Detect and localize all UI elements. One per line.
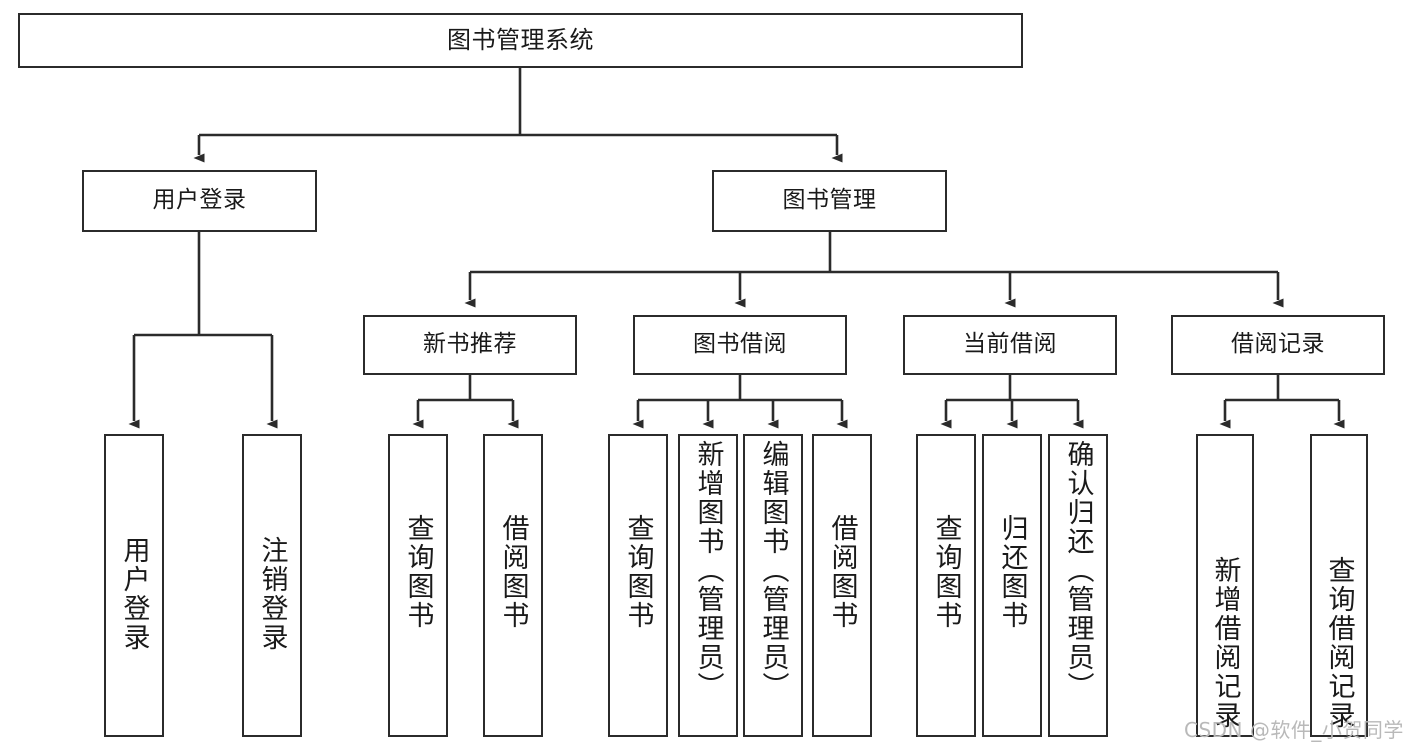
node-borrow-record[interactable]: 借阅记录 xyxy=(1171,315,1385,375)
node-leaf-add-book-label: 新增图书（管理员） xyxy=(692,440,724,701)
node-new-book-rec-label: 新书推荐 xyxy=(423,331,517,358)
node-user-login[interactable]: 用户登录 xyxy=(82,170,317,232)
node-leaf-query-book-3[interactable]: 查询图书 xyxy=(916,434,976,737)
node-leaf-add-record[interactable]: 新增借阅记录 xyxy=(1196,434,1254,737)
node-leaf-user-login-label: 用户登录 xyxy=(118,536,150,652)
node-book-manage[interactable]: 图书管理 xyxy=(712,170,947,232)
node-leaf-query-book-1-label: 查询图书 xyxy=(402,514,434,630)
node-leaf-borrow-book-2-label: 借阅图书 xyxy=(826,514,858,630)
node-book-borrow-label: 图书借阅 xyxy=(693,331,787,358)
node-leaf-user-login[interactable]: 用户登录 xyxy=(104,434,164,737)
node-leaf-query-book-2-label: 查询图书 xyxy=(622,514,654,630)
node-leaf-add-book[interactable]: 新增图书（管理员） xyxy=(678,434,738,737)
node-leaf-query-book-3-label: 查询图书 xyxy=(930,514,962,630)
node-current-borrow-label: 当前借阅 xyxy=(963,331,1057,358)
node-new-book-rec[interactable]: 新书推荐 xyxy=(363,315,577,375)
node-leaf-edit-book-label: 编辑图书（管理员） xyxy=(757,440,789,701)
node-user-login-label: 用户登录 xyxy=(152,187,247,214)
node-leaf-query-book-2[interactable]: 查询图书 xyxy=(608,434,668,737)
node-leaf-logout-login[interactable]: 注销登录 xyxy=(242,434,302,737)
node-borrow-record-label: 借阅记录 xyxy=(1231,331,1325,358)
node-root-label: 图书管理系统 xyxy=(447,26,594,55)
node-root[interactable]: 图书管理系统 xyxy=(18,13,1023,68)
node-leaf-confirm-return[interactable]: 确认归还（管理员） xyxy=(1048,434,1108,737)
node-book-borrow[interactable]: 图书借阅 xyxy=(633,315,847,375)
node-leaf-edit-book[interactable]: 编辑图书（管理员） xyxy=(743,434,803,737)
node-leaf-logout-login-label: 注销登录 xyxy=(256,536,288,652)
node-leaf-add-record-label: 新增借阅记录 xyxy=(1209,556,1241,730)
node-current-borrow[interactable]: 当前借阅 xyxy=(903,315,1117,375)
csdn-watermark: CSDN @软件_小贺同学 xyxy=(1184,718,1404,742)
node-leaf-borrow-book-1[interactable]: 借阅图书 xyxy=(483,434,543,737)
node-leaf-borrow-book-1-label: 借阅图书 xyxy=(497,514,529,630)
node-leaf-return-book-label: 归还图书 xyxy=(996,514,1028,630)
node-leaf-query-record[interactable]: 查询借阅记录 xyxy=(1310,434,1368,737)
node-leaf-borrow-book-2[interactable]: 借阅图书 xyxy=(812,434,872,737)
node-leaf-return-book[interactable]: 归还图书 xyxy=(982,434,1042,737)
node-book-manage-label: 图书管理 xyxy=(782,187,877,214)
node-leaf-query-book-1[interactable]: 查询图书 xyxy=(388,434,448,737)
node-leaf-query-record-label: 查询借阅记录 xyxy=(1323,556,1355,730)
node-leaf-confirm-return-label: 确认归还（管理员） xyxy=(1062,440,1094,701)
